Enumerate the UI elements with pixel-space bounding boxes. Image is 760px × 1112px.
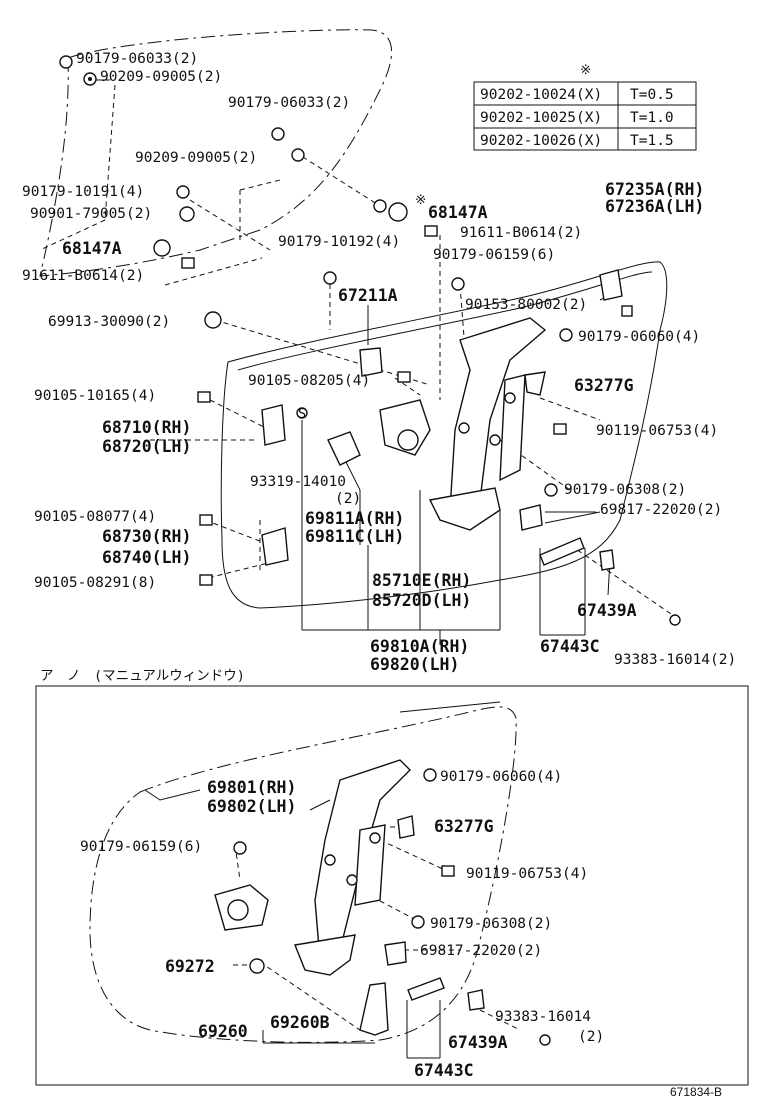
label-90179-06033-a: 90179-06033(2)	[76, 51, 198, 67]
label-67443C-a: 67443C	[540, 637, 600, 656]
window-regulator-manual	[214, 759, 551, 1046]
label-90901-79005: 90901-79005(2)	[30, 206, 152, 222]
label-90105-08205: 90105-08205(4)	[248, 373, 370, 389]
label-90179-06033-b: 90179-06033(2)	[228, 95, 350, 111]
label-90179-06060-a: 90179-06060(4)	[578, 329, 700, 345]
label-69260B: 69260B	[270, 1013, 330, 1032]
door-glass	[39, 29, 393, 277]
manual-window-frame	[35, 685, 749, 1086]
label-69802: 69802(LH)	[207, 797, 296, 816]
label-69801: 69801(RH)	[207, 778, 296, 797]
table-row-1-thickness: T=0.5	[630, 87, 674, 103]
label-68720: 68720(LH)	[102, 437, 191, 456]
label-93383-16014-a: 93383-16014(2)	[614, 652, 736, 668]
label-69811C: 69811C(LH)	[305, 527, 404, 546]
table-mark: ※	[580, 62, 591, 78]
label-67443C-b: 67443C	[414, 1061, 474, 1080]
label-90209-09005-a: 90209-09005(2)	[100, 69, 222, 85]
label-91611-B0614-a: 91611-B0614(2)	[22, 268, 144, 284]
label-68147A-a: 68147A	[62, 239, 122, 258]
label-93319-qty: (2)	[335, 491, 361, 507]
table-row-3-part: 90202-10026(X)	[480, 133, 602, 149]
label-69817-22020-a: 69817-22020(2)	[600, 502, 722, 518]
label-90153-80002: 90153-80002(2)	[465, 297, 587, 313]
shim-table	[473, 81, 697, 151]
label-93383-16014-b: 93383-16014	[495, 1009, 591, 1025]
label-69272: 69272	[165, 957, 215, 976]
label-90179-10192: 90179-10192(4)	[278, 234, 400, 250]
manual-window-caption: ア ノ (マニュアルウィンドウ)	[40, 668, 245, 684]
leader-lines-manual	[233, 799, 521, 1059]
label-67235A: 67235A(RH)	[605, 180, 704, 199]
label-67236A: 67236A(LH)	[605, 197, 704, 216]
label-90179-06159-b: 90179-06159(6)	[80, 839, 202, 855]
label-68710: 68710(RH)	[102, 418, 191, 437]
label-68740: 68740(LH)	[102, 548, 191, 567]
label-67439A-a: 67439A	[577, 601, 637, 620]
label-93319-14010: 93319-14010	[250, 474, 346, 490]
label-63277G-a: 63277G	[574, 376, 634, 395]
label-90179-06308-a: 90179-06308(2)	[564, 482, 686, 498]
label-69811A: 69811A(RH)	[305, 509, 404, 528]
label-90105-10165: 90105-10165(4)	[34, 388, 156, 404]
label-93383-qty-b: (2)	[578, 1029, 604, 1045]
label-69817-22020-b: 69817-22020(2)	[420, 943, 542, 959]
table-row-2-part: 90202-10025(X)	[480, 110, 602, 126]
label-91611-B0614-b: 91611-B0614(2)	[460, 225, 582, 241]
label-67439A-b: 67439A	[448, 1033, 508, 1052]
label-90179-06159-a: 90179-06159(6)	[433, 247, 555, 263]
label-69260: 69260	[198, 1022, 248, 1041]
label-68147A-b: 68147A	[428, 203, 488, 222]
door-inner-panel-manual	[89, 701, 517, 1043]
label-90179-06308-b: 90179-06308(2)	[430, 916, 552, 932]
label-85720D: 85720D(LH)	[372, 591, 471, 610]
drawing-id: 671834-B	[670, 1085, 722, 1099]
label-90119-06753-b: 90119-06753(4)	[466, 866, 588, 882]
table-row-2-thickness: T=1.0	[630, 110, 674, 126]
label-90105-08291: 90105-08291(8)	[34, 575, 156, 591]
label-69810A: 69810A(RH)	[370, 637, 469, 656]
label-69913-30090: 69913-30090(2)	[48, 314, 170, 330]
note-mark: ※	[415, 192, 426, 208]
label-85710E: 85710E(RH)	[372, 571, 471, 590]
label-90179-06060-b: 90179-06060(4)	[440, 769, 562, 785]
s-mark: S	[298, 406, 306, 422]
label-69820: 69820(LH)	[370, 655, 459, 674]
window-regulator-top	[261, 269, 623, 571]
label-90119-06753-a: 90119-06753(4)	[596, 423, 718, 439]
label-90179-10191: 90179-10191(4)	[22, 184, 144, 200]
label-67211A: 67211A	[338, 286, 398, 305]
label-90209-09005-b: 90209-09005(2)	[135, 150, 257, 166]
hardware-top	[59, 55, 681, 626]
label-63277G-b: 63277G	[434, 817, 494, 836]
table-row-3-thickness: T=1.5	[630, 133, 674, 149]
table-row-1-part: 90202-10024(X)	[480, 87, 602, 103]
label-68730: 68730(RH)	[102, 527, 191, 546]
label-90105-08077: 90105-08077(4)	[34, 509, 156, 525]
